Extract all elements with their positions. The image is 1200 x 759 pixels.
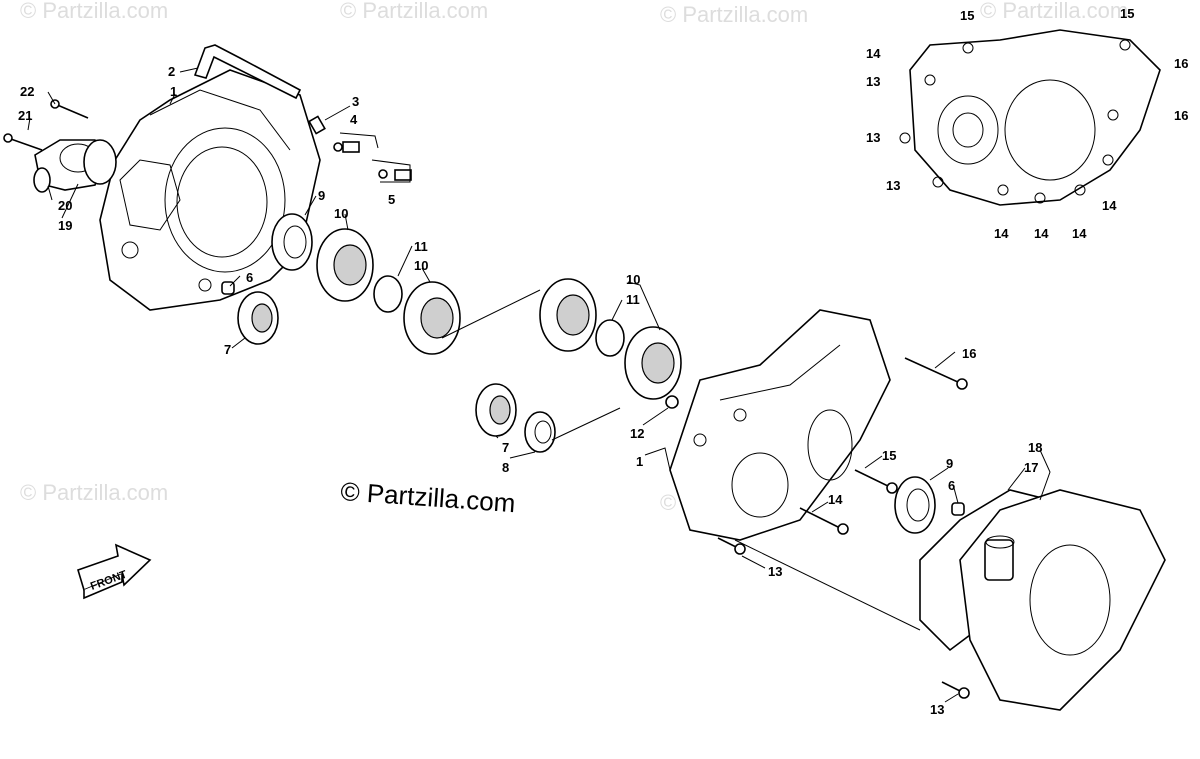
callout-label: 8: [502, 460, 509, 475]
bolt-13: [717, 537, 746, 555]
callout-label: 22: [20, 84, 34, 99]
callout-label: 14: [994, 226, 1009, 241]
callout-label: 16: [1174, 108, 1188, 123]
bearing-7: [237, 291, 279, 345]
callout-label: 15: [960, 8, 974, 23]
callout-label: 7: [224, 342, 231, 357]
inset-assembled-view: [899, 29, 1161, 206]
watermark-text: © Partzilla.com: [20, 0, 168, 23]
callout-label: 16: [962, 346, 976, 361]
o-ring-20: [83, 139, 117, 185]
o-ring-12: [665, 395, 679, 409]
callout-label: 13: [866, 74, 880, 89]
left-crankcase-half: [99, 69, 321, 311]
callout-label: 10: [334, 206, 348, 221]
callout-label: 10: [414, 258, 428, 273]
bolt-15: [854, 469, 898, 494]
bearing-10: [403, 281, 461, 355]
snap-ring-11: [595, 319, 625, 357]
callout-label: 19: [58, 218, 72, 233]
bolt-21: [3, 133, 43, 151]
watermark-text: © Partzilla.com: [980, 0, 1128, 23]
callout-label: 18: [1028, 440, 1042, 455]
callout-label: 14: [866, 46, 881, 61]
plug-3: [308, 115, 326, 135]
seal-9: [271, 213, 313, 271]
callout-label: 21: [18, 108, 32, 123]
watermark-text: © Partzilla.com: [20, 480, 168, 505]
callout-numbers: 2 1 3 4 5 22 21 20 19 6 7 9 10 11 10 10 …: [18, 6, 1188, 717]
leader-lines: [27, 67, 1051, 703]
bearing-7: [475, 383, 517, 437]
callout-label: 1: [170, 84, 177, 99]
callout-label: 1: [636, 454, 643, 469]
breather-tube: [193, 44, 302, 100]
sensor-5: [378, 169, 412, 181]
callout-label: 6: [246, 270, 253, 285]
callout-label: 4: [350, 112, 358, 127]
callout-label: 15: [1120, 6, 1134, 21]
callout-label: 14: [1034, 226, 1049, 241]
callout-label: 16: [1174, 56, 1188, 71]
watermark-text: © Partzilla.com: [340, 0, 488, 23]
callout-label: 11: [414, 239, 428, 254]
callout-label: 2: [168, 64, 175, 79]
callout-label: 6: [948, 478, 955, 493]
bearing-10: [316, 228, 374, 302]
sensor-4: [333, 141, 360, 153]
copyright-text: © Partzilla.com: [340, 476, 517, 518]
front-arrow-icon: FRONT: [77, 543, 152, 600]
bolt-13: [941, 681, 970, 699]
callout-label: 14: [828, 492, 843, 507]
callout-label: 3: [352, 94, 359, 109]
seal-8: [524, 411, 556, 453]
callout-label: 13: [768, 564, 782, 579]
callout-label: 9: [946, 456, 953, 471]
callout-label: 14: [1072, 226, 1087, 241]
watermark-text: © Partzilla.com: [660, 2, 808, 27]
callout-label: 12: [630, 426, 644, 441]
callout-label: 14: [1102, 198, 1117, 213]
bolt-22: [50, 99, 89, 119]
callout-label: 17: [1024, 460, 1038, 475]
callout-label: 20: [58, 198, 72, 213]
callout-label: 11: [626, 292, 640, 307]
dowel-6: [951, 502, 965, 516]
callout-label: 9: [318, 188, 325, 203]
bearing-10: [624, 326, 682, 400]
bearing-10: [539, 278, 597, 352]
callout-label: 10: [626, 272, 640, 287]
bolt-16: [904, 357, 968, 390]
callout-label: 5: [388, 192, 395, 207]
water-pump-cover-18: [959, 489, 1166, 711]
callout-label: 15: [882, 448, 896, 463]
snap-ring-11: [373, 275, 403, 313]
bolt-14: [799, 507, 849, 535]
callout-label: 13: [886, 178, 900, 193]
callout-label: 13: [930, 702, 944, 717]
callout-label: 7: [502, 440, 509, 455]
callout-label: 13: [866, 130, 880, 145]
seal-9: [894, 476, 936, 534]
right-crankcase-half: [669, 309, 891, 541]
